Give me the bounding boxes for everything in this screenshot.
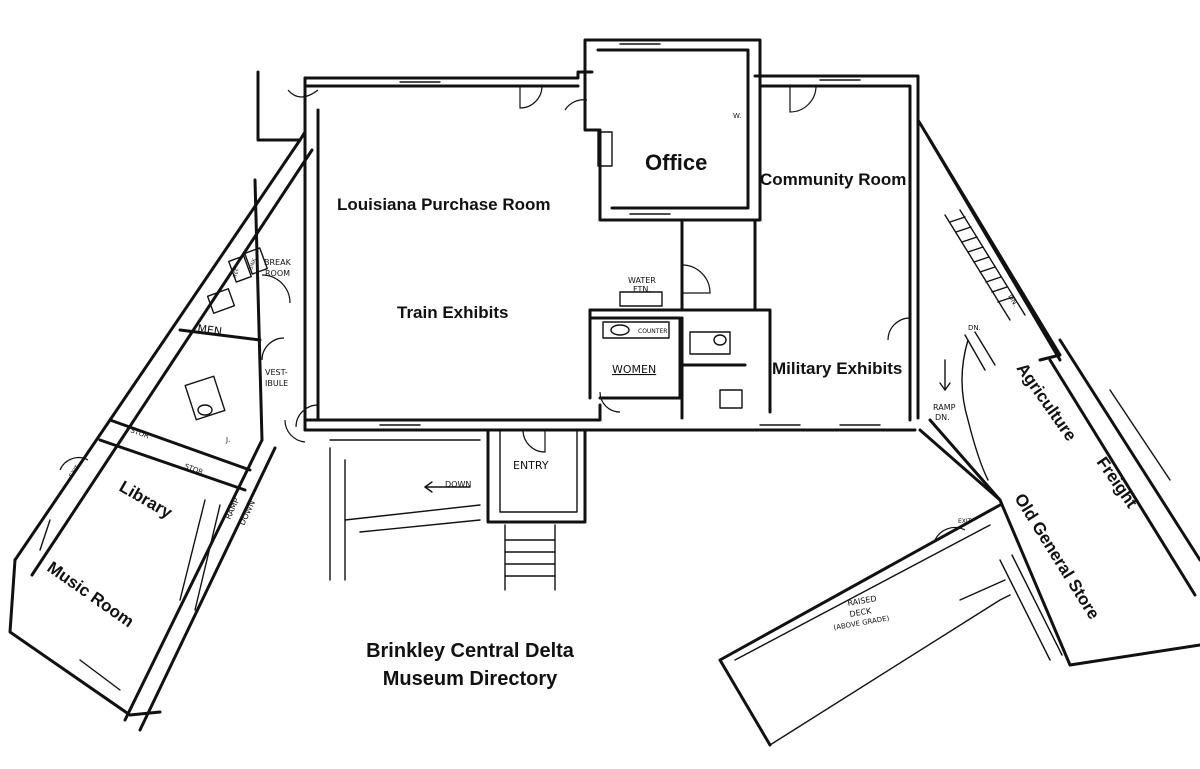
sink-label: SINK (248, 257, 258, 271)
main-building-walls (287, 38, 920, 453)
storage-label-2: STOR (183, 462, 204, 476)
military-exhibits-label: Military Exhibits (772, 359, 902, 378)
vestibule-label-2: IBULE (265, 379, 288, 388)
exit-label-right: EXIT (958, 518, 972, 525)
train-exhibits-label: Train Exhibits (397, 303, 508, 322)
storage-label-1: STOR (129, 426, 150, 440)
vestibule-label-1: VEST- (265, 368, 288, 377)
ramp-down-label-1: RAMP (224, 497, 242, 521)
ramp-dn-label-2: DN. (935, 413, 950, 422)
library-label: Library (116, 477, 176, 523)
w-label: W. (733, 112, 741, 120)
agriculture-label: Agriculture (1013, 359, 1081, 444)
down-label: DOWN (445, 480, 471, 489)
louisiana-purchase-room-label: Louisiana Purchase Room (337, 195, 551, 214)
women-label: WOMEN (612, 363, 656, 376)
entry-area (329, 428, 587, 591)
community-room-label: Community Room (760, 170, 906, 189)
stairs-dn-label-2: DN. (1006, 293, 1019, 308)
refrigerator-label: REF. (232, 267, 241, 279)
office-label: Office (645, 150, 707, 175)
right-wing-walls (916, 118, 1200, 667)
music-room-label: Music Room (44, 558, 138, 632)
ramp-dn-label-1: RAMP (933, 403, 956, 412)
directory-title-line1: Brinkley Central Delta (366, 640, 575, 662)
janitor-label: J. (225, 436, 230, 444)
ramp-down-label-2: DOWN (238, 499, 257, 527)
counter-label: COUNTER (638, 328, 667, 335)
raised-deck-label-2: DECK (849, 606, 873, 619)
directory-title-line2: Museum Directory (383, 668, 558, 690)
water-fountain-label-1: WATER (628, 276, 656, 285)
entry-label: ENTRY (513, 459, 549, 472)
break-room-label-2: ROOM (265, 269, 290, 278)
raised-deck (718, 503, 1063, 747)
water-fountain-label-2: FTN. (633, 285, 651, 294)
men-label: MEN (197, 322, 223, 338)
break-room-label-1: BREAK (264, 258, 292, 267)
stairs-dn-label-1: DN. (968, 324, 981, 332)
freight-label: Freight (1093, 453, 1142, 511)
left-wing-walls (8, 70, 314, 732)
raised-deck-label-1: RAISED (847, 594, 877, 608)
